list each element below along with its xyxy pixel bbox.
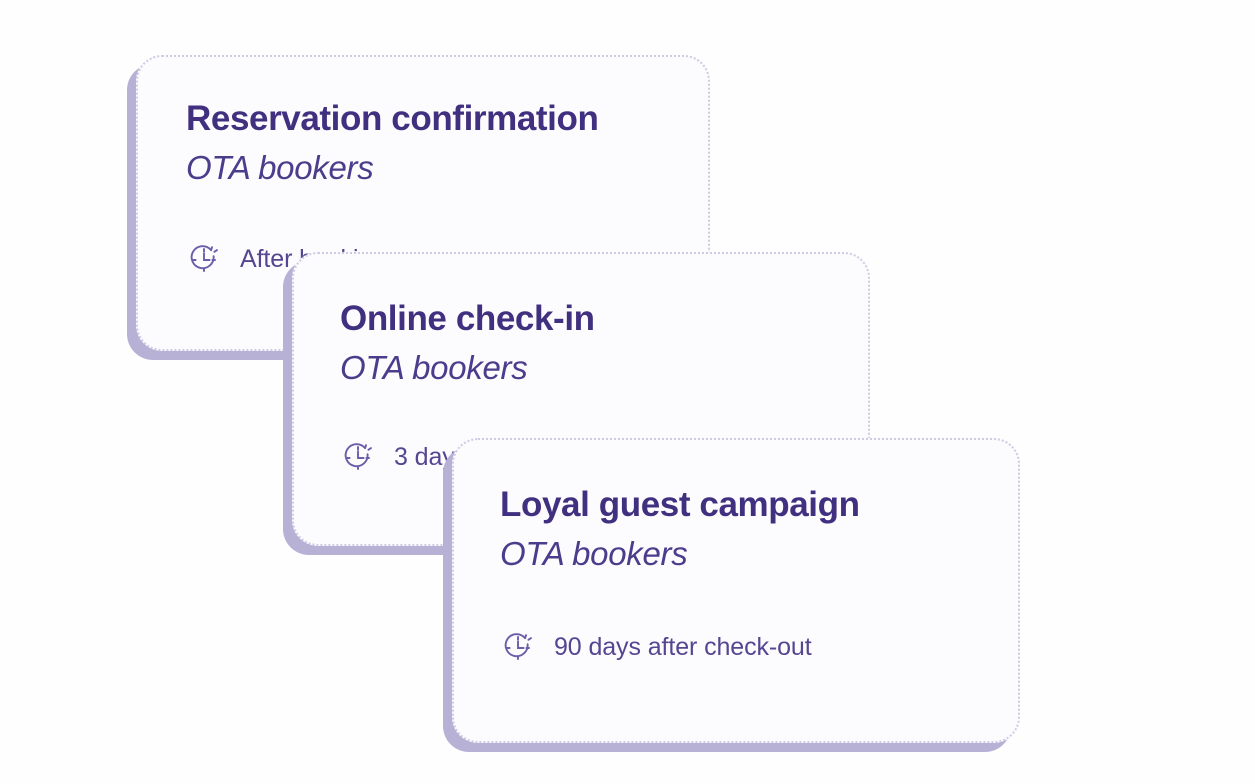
card-subtitle: OTA bookers: [500, 535, 688, 573]
card-timing-text: 90 days after check-out: [554, 633, 812, 662]
card-subtitle: OTA bookers: [340, 349, 528, 387]
campaign-card-loyal-guest-campaign[interactable]: Loyal guest campaign OTA bookers 90: [443, 438, 1020, 752]
stopwatch-icon: [186, 242, 222, 278]
card-subtitle: OTA bookers: [186, 149, 374, 187]
card-title: Loyal guest campaign: [500, 485, 860, 524]
card-title: Online check-in: [340, 299, 595, 338]
card-title: Reservation confirmation: [186, 99, 599, 138]
card-timing-row: 90 days after check-out: [500, 630, 1018, 666]
stopwatch-icon: [340, 440, 376, 476]
stopwatch-icon: [500, 630, 536, 666]
card-body[interactable]: Loyal guest campaign OTA bookers 90: [452, 438, 1020, 743]
